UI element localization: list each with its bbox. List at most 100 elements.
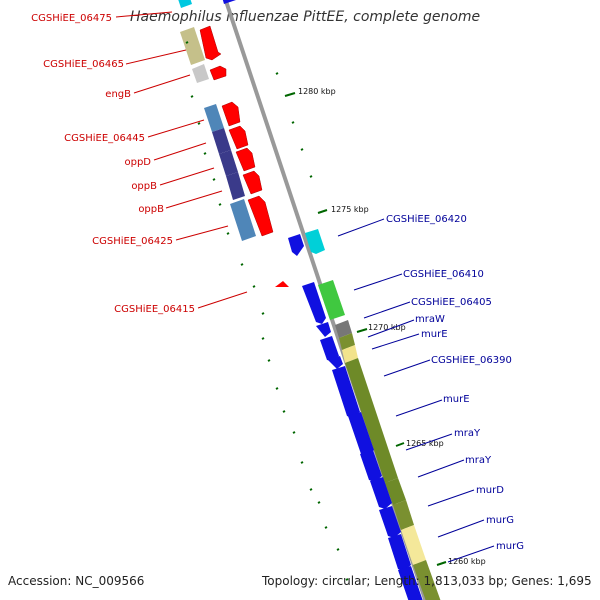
cog-box [226,172,245,200]
tick-mark [300,461,304,464]
tick-mark [275,72,279,75]
reverse-gene-arrow [388,534,411,571]
tick-mark [324,526,328,529]
tick-mark [282,410,286,413]
leader-line [353,273,403,291]
leader-line [175,225,229,241]
gene-label: CGSHiEE_06420 [386,214,467,225]
gene-label: murD [476,485,504,496]
leader-line [363,301,411,319]
forward-gene-arrow [235,147,256,172]
tick-mark [261,337,265,340]
tick-mark [275,387,279,390]
tick-mark [317,209,328,214]
reverse-gene-arrow [348,412,374,456]
forward-gene-arrow [275,281,289,287]
tick-mark [309,175,313,178]
gene-label: CGSHiEE_06410 [403,269,484,280]
left-leaders [115,11,248,309]
tick-mark [197,122,201,125]
tick-mark [261,312,265,315]
cog-box [219,150,238,176]
tick-mark [190,95,194,98]
cog-segment [401,525,426,565]
kbp-label: 1280 kbp [298,87,336,96]
leader-line [367,319,415,338]
gene-label: oppB [138,204,164,215]
kbp-label: 1270 kbp [368,323,406,332]
tick-mark [309,488,313,491]
reverse-gene-arrow [305,229,325,254]
cog-strip [180,27,441,600]
reverse-gene-arrow [332,366,360,418]
tick-mark [436,561,447,566]
cog-segment [342,345,358,363]
tick-mark [317,501,321,504]
cog-segment [335,320,352,338]
tick-mark [345,578,349,581]
forward-gene-arrow [209,65,227,81]
tick-mark [218,203,222,206]
cog-segment [385,478,406,505]
gene-label: CGSHiEE_06475 [31,13,112,24]
leader-line [371,333,420,350]
leader-line [125,49,187,65]
gene-label: murE [443,394,470,405]
leader-line [447,545,495,563]
right-leaders [337,218,495,563]
tick-mark [252,285,256,288]
cog-segment [345,358,398,483]
tick-mark [300,148,304,151]
gene-label: murG [486,515,514,526]
gene-label: mraY [465,455,492,466]
tick-mark [336,548,340,551]
gene-label: mraY [454,428,481,439]
cog-boxes-left [204,104,256,241]
tick-mark [267,359,271,362]
gene-label: CGSHiEE_06465 [43,59,124,70]
reverse-gene-arrow [222,0,236,4]
forward-gene-arrow [178,0,192,8]
topology-text: Topology: circular; Length: 1,813,033 bp… [262,574,592,588]
cog-segment [180,27,205,65]
gene-label: oppB [131,181,157,192]
forward-gene-arrow [247,195,274,237]
tick-mark [203,152,207,155]
leader-line [147,119,205,138]
gene-label: CGSHiEE_06405 [411,297,492,308]
tick-mark [291,121,295,124]
reverse-gene-arrow [328,356,343,369]
leader-line [159,167,215,186]
kbp-label: 1260 kbp [448,557,486,566]
leader-line [395,399,443,417]
reverse-gene-arrow [379,506,401,538]
leader-line [427,489,475,507]
gene-label: mraW [415,314,445,325]
leader-line [133,74,191,94]
tick-mark [292,431,296,434]
tick-mark [240,263,244,266]
gene-label: CGSHiEE_06390 [431,355,512,366]
leader-line [337,218,385,237]
reverse-gene-arrow [370,477,392,509]
reverse-gene-arrow [398,566,423,600]
leader-line [383,359,431,377]
tick-mark [284,92,296,97]
tick-mark [356,328,368,333]
tick-marks [185,41,447,581]
leader-line [153,142,207,161]
cog-segment [413,560,441,600]
leader-line [417,459,465,478]
cog-box [212,128,231,154]
cog-segment [339,333,355,350]
forward-gene-arrow [242,170,263,195]
reverse-genes [222,0,423,600]
tick-mark [395,442,405,447]
cog-segment [318,280,345,320]
reverse-gene-arrow [360,450,382,482]
cog-box [204,104,224,132]
reverse-gene-arrow [302,282,326,324]
gene-label: engB [105,89,131,100]
gene-label: oppD [124,157,151,168]
